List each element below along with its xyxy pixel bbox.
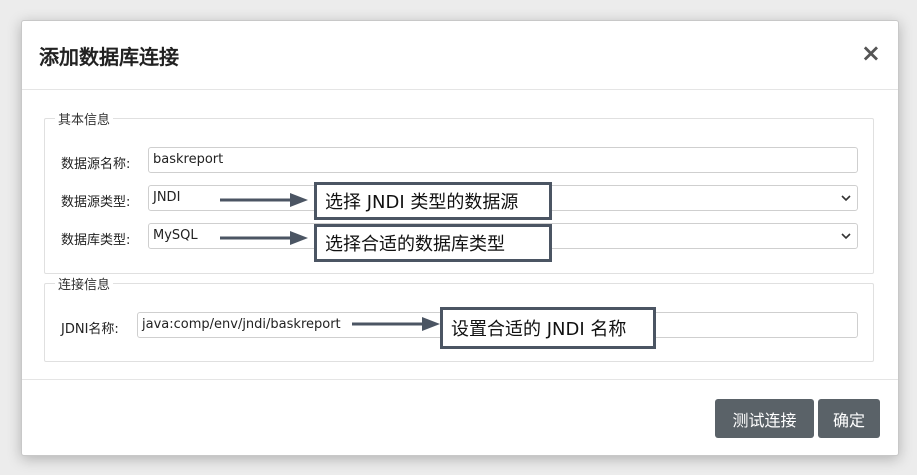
datasource-type-label: 数据源类型: [61, 195, 131, 210]
datasource-name-input[interactable]: baskreport [148, 147, 858, 173]
callout-datasource-type: 选择 JNDI 类型的数据源 [314, 182, 552, 220]
callout-jndi-name: 设置合适的 JNDI 名称 [440, 307, 656, 349]
basic-info-legend: 其本信息 [55, 109, 114, 128]
callout-db-type: 选择合适的数据库类型 [314, 224, 552, 262]
ok-button[interactable]: 确定 [818, 399, 880, 438]
arrow-right-icon [220, 193, 308, 207]
arrow-right-icon [352, 317, 440, 331]
close-button[interactable]: × [860, 39, 881, 67]
dialog-title: 添加数据库连接 [39, 45, 179, 69]
chevron-down-icon [841, 195, 851, 202]
connection-info-legend: 连接信息 [55, 274, 114, 293]
db-type-value: MySQL [153, 228, 198, 243]
db-type-label: 数据库类型: [61, 233, 131, 248]
chevron-down-icon [841, 233, 851, 240]
datasource-type-value: JNDI [153, 190, 181, 205]
arrow-right-icon [220, 231, 308, 245]
dialog-header: 添加数据库连接 × [22, 21, 898, 90]
test-connection-button[interactable]: 测试连接 [715, 399, 814, 438]
add-db-connection-dialog: 添加数据库连接 × 其本信息 数据源名称: baskreport 数据源类型: … [21, 20, 899, 456]
jndi-name-label: JDNI名称: [61, 322, 119, 337]
datasource-name-label: 数据源名称: [61, 157, 131, 172]
dialog-footer-divider [22, 379, 898, 380]
